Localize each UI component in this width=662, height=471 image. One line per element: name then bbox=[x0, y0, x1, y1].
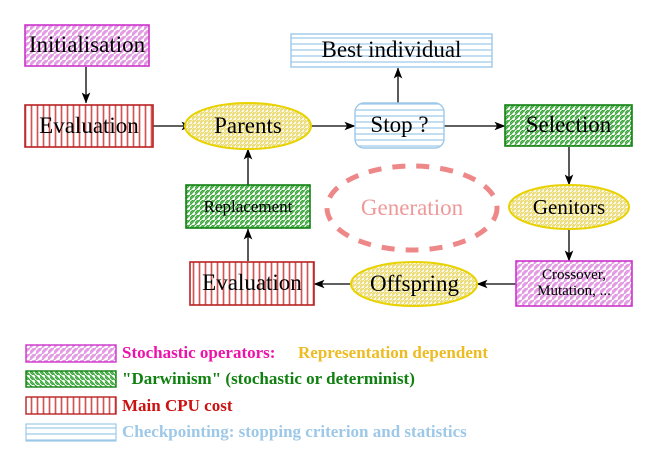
node-genitors bbox=[508, 184, 630, 230]
legend-label-1: "Darwinism" (stochastic or determinist) bbox=[122, 369, 415, 388]
node-initialisation bbox=[24, 24, 150, 67]
node-evaluation-top bbox=[24, 104, 154, 148]
node-offspring bbox=[350, 261, 478, 307]
node-parents bbox=[184, 102, 312, 150]
legend-swatch-1 bbox=[25, 370, 117, 388]
legend-label-0: Stochastic operators: bbox=[122, 343, 276, 362]
legend-swatch-2 bbox=[25, 396, 117, 415]
legend-swatch-3 bbox=[25, 423, 117, 442]
node-best-individual bbox=[290, 33, 493, 68]
legend-label-3: Checkpointing: stopping criterion and st… bbox=[122, 422, 467, 441]
legend-label-2: Main CPU cost bbox=[122, 396, 233, 415]
node-crossover bbox=[515, 260, 633, 307]
node-stop bbox=[354, 102, 445, 149]
node-replacement bbox=[185, 184, 311, 229]
legend-label-0-extra: Representation dependent bbox=[298, 343, 488, 362]
node-generation bbox=[324, 163, 500, 253]
legend-swatch-0 bbox=[25, 344, 117, 363]
edge-group bbox=[81, 67, 574, 289]
node-selection bbox=[504, 104, 633, 147]
node-evaluation-bottom bbox=[189, 261, 315, 306]
